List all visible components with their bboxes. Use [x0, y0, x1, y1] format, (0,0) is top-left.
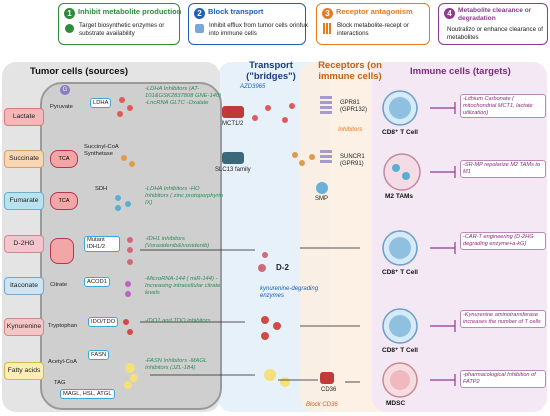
metabolite-itaconate: Itaconate	[4, 277, 44, 295]
fasn-enzyme: FASN	[88, 350, 110, 360]
slc13-label: SLC13 family	[215, 167, 251, 173]
tag-label: TAG	[54, 380, 66, 386]
glucose-icon: G	[60, 85, 70, 95]
strategy-2-title: Block transport	[208, 7, 264, 16]
header-receptors: Receptors (on immune cells)	[318, 60, 382, 82]
metabolite-d2hg: D-2HG	[4, 235, 44, 253]
metabolite-succinate: Succinate	[4, 150, 44, 168]
block-cd36-label: Block CD36	[306, 402, 338, 408]
tryptophan-label: Tryptophan	[48, 323, 78, 329]
strategy-1-box: 1 Inhibit metabolite production Target b…	[58, 3, 182, 45]
target-box-1: -Lithium Carbonate ( mitochondrial MCT1,…	[460, 94, 546, 119]
strategy-3-box: 3 Receptor antagonism Block metabolite-r…	[316, 3, 430, 45]
target-box-3: -CAR-T engineering (D-2HG degrading enzy…	[460, 232, 546, 250]
strategy-4-desc: Noutralizo or enhance clearance of metab…	[447, 26, 543, 41]
inhibitor-kynurenine: -IDO1 and TDO inhibitors	[145, 318, 211, 324]
strategy-1-number: 1	[64, 8, 75, 19]
ido-tdo-enzyme: IDO/TDO	[88, 317, 119, 327]
kynurenine-enzymes-label: kynurenine-degrading enzymes	[260, 286, 319, 299]
inhibitor-itaconate: -MicroRNA-144 ( miR-144) -Increasing int…	[145, 276, 221, 296]
inhibitor-d2hg: -IDH1 inhibitors (Vorasidenib&Ivosidenib…	[145, 236, 210, 249]
immune-cell-1-name: CD8⁺ T Cell	[382, 129, 418, 136]
strategy-4-number: 4	[444, 8, 455, 19]
target-box-4: -Kynurenine aminotransferase increases t…	[460, 310, 546, 328]
mitochondria-icon-3	[50, 238, 74, 264]
strategy-4-title: Metabolite clearance or degradation	[458, 7, 532, 22]
metabolite-lactate: Lactate	[4, 108, 44, 126]
inhibitor-lactate: -LDHA Inhibitors (AT-101&GSK2837808 GNE-…	[145, 86, 222, 106]
magl-enzyme: MAGL, HSL, ATGL	[60, 389, 115, 399]
strategy-1-title: Inhibit metabolite production	[78, 7, 182, 16]
header-immune: Immune cells (targets)	[410, 66, 511, 77]
mitochondria-icon-2: TCA	[50, 192, 78, 210]
citrate-label: Citrate	[50, 282, 68, 288]
header-tumor: Tumor cells (sources)	[30, 66, 129, 77]
strategy-3-number: 3	[322, 8, 333, 19]
target-icon	[65, 24, 74, 33]
metabolite-fumarate: Fumarate	[4, 192, 44, 210]
azd3965-label: AZD3965	[240, 84, 266, 90]
metabolite-fatty-acids: Fatty acids	[4, 362, 44, 380]
strategy-3-desc: Block metabolite-recept or interactions	[337, 22, 409, 37]
smp-label: SMP	[315, 196, 329, 202]
strategy-2-box: 2 Block transport Inhibit efflux from tu…	[188, 3, 308, 45]
inhibitor-fumarate: -LDHA Inhibitors -HO Inhibitors ( zinc p…	[145, 186, 223, 206]
acod1-enzyme: ACOD1	[84, 277, 110, 287]
d2-label: D-2	[276, 263, 289, 272]
mutant-idh-enzyme: Mutant IDH1/2	[84, 236, 120, 252]
strategy-1-desc: Target biosynthetic enzymes or substrate…	[79, 22, 165, 37]
strategy-3-title: Receptor antagonism	[336, 7, 413, 16]
succinyl-synthetase-label: Succinyl-CoA Synthetase	[84, 144, 119, 157]
immune-cell-2-name: M2 TAMs	[385, 193, 414, 200]
cd36-label: CD36	[321, 387, 337, 393]
target-box-2: -SR-MP repolarize M2 TAMs to M1	[460, 160, 546, 178]
immune-cell-4-name: CD8⁺ T Cell	[382, 347, 418, 354]
immune-cell-3-name: CD8⁺ T Cell	[382, 269, 418, 276]
receptor-inhibitors-label: Inhibitors	[338, 127, 363, 133]
mitochondria-icon-1: TCA	[50, 150, 78, 168]
acetyl-coa-label: Acetyl-CoA	[48, 359, 77, 365]
header-transport: Transport ("bridges")	[246, 60, 296, 82]
sucnr1-label: SUNCR1 (GPR91)	[340, 154, 365, 167]
gpr81-label: GPR81 (GPR132)	[340, 100, 368, 113]
transport-icon	[195, 24, 204, 33]
mct-transporter-label: MCT1/2	[222, 121, 244, 127]
pyruvate-label: Pyruvate	[50, 104, 73, 110]
receptor-icon	[323, 23, 332, 34]
strategy-4-box: 4 Metabolite clearance or degradation No…	[438, 3, 548, 45]
metabolite-kynurenine: Kynurenine	[4, 318, 44, 336]
inhibitor-fatty-acids: -FASN Inhibitors -MAGL Inhibitors (JZL-1…	[145, 358, 207, 371]
strategy-2-number: 2	[194, 8, 205, 19]
ldha-enzyme: LDHA	[90, 98, 112, 108]
target-box-5: -pharmacological Inhibition of FATP2	[460, 370, 546, 388]
immune-cell-5-name: MDSC	[386, 400, 406, 407]
sdh-label: SDH	[95, 186, 108, 192]
strategy-2-desc: Inhibit efflux from tumor cells orinfux …	[209, 22, 308, 37]
